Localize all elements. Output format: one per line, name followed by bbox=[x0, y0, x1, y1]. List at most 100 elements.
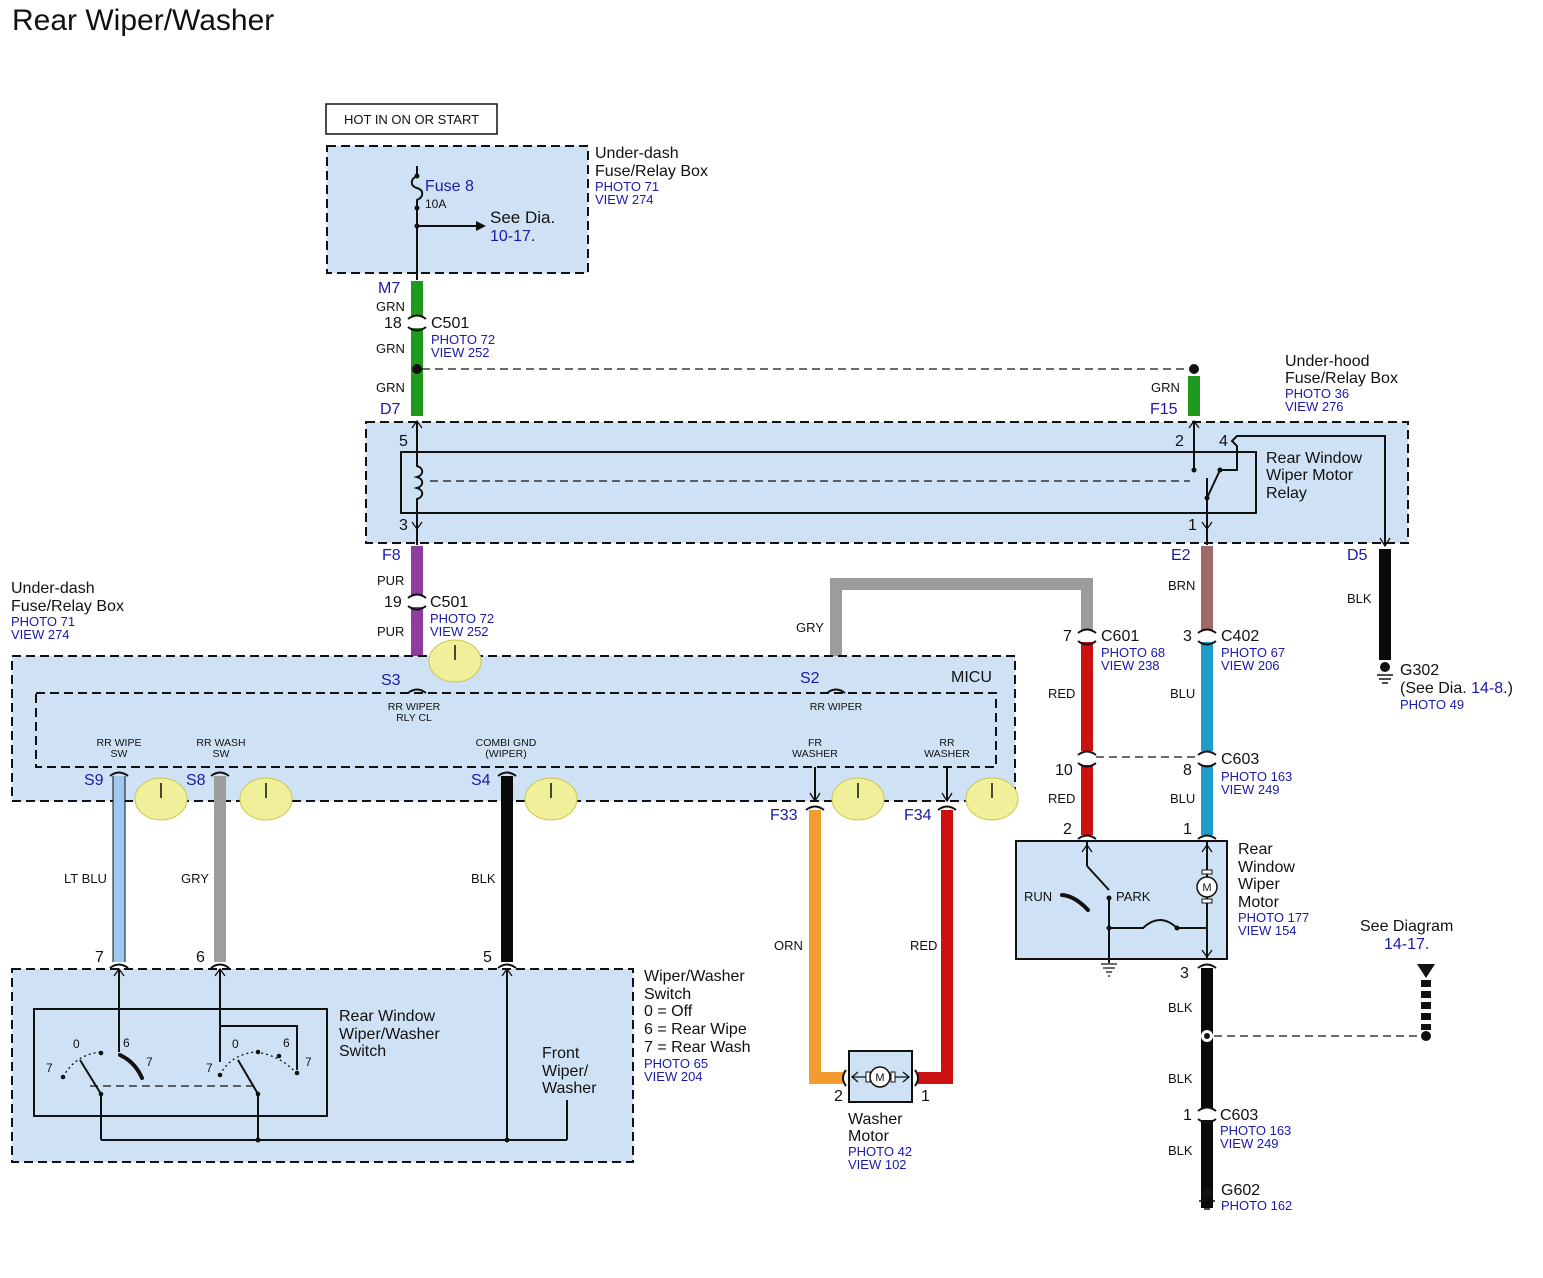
c501-19-symbol bbox=[407, 593, 427, 611]
see-dia-ref-period: . bbox=[531, 228, 535, 245]
relay-label-2: Wiper Motor bbox=[1266, 467, 1354, 484]
s2-terminal bbox=[826, 688, 846, 694]
c601-view: VIEW 238 bbox=[1101, 658, 1160, 673]
micu-fr-washer-1: FR bbox=[808, 737, 822, 749]
relay-pin3-chevron bbox=[411, 521, 423, 531]
c501-19-photo: PHOTO 72 bbox=[430, 611, 494, 626]
under-dash-box-top bbox=[326, 145, 589, 274]
g302-see-ref[interactable]: 14-8 bbox=[1471, 680, 1503, 697]
micu-rr-wiper-rly-1: RR WIPER bbox=[388, 701, 441, 713]
switch-pos7: 7 = Rear Wash bbox=[644, 1039, 751, 1056]
under-dash-left-name1: Under-dash bbox=[11, 580, 95, 597]
switch-left-d6: 6 bbox=[123, 1036, 130, 1050]
s4-terminal bbox=[497, 771, 517, 777]
washer-motor-label-1: Washer bbox=[848, 1111, 903, 1128]
c603a-view: VIEW 249 bbox=[1221, 782, 1280, 797]
switch-inner-label-2: Wiper/Washer bbox=[339, 1026, 440, 1043]
c501-18-num: 18 bbox=[384, 315, 402, 332]
washer-motor-view: VIEW 102 bbox=[848, 1157, 907, 1172]
s8-terminal bbox=[210, 771, 230, 777]
micu-box bbox=[11, 655, 1016, 802]
switch-view: VIEW 204 bbox=[644, 1069, 703, 1084]
c601-gap bbox=[1079, 630, 1095, 642]
fuse-8-label: Fuse 8 bbox=[425, 178, 474, 195]
rear-motor-label-2: Window bbox=[1238, 859, 1295, 876]
rear-motor-run: RUN bbox=[1024, 889, 1052, 904]
washer-motor-m: M bbox=[875, 1072, 884, 1084]
wire-grn-label-2: GRN bbox=[376, 341, 405, 356]
switch-box bbox=[11, 968, 634, 1163]
rear-motor-view: VIEW 154 bbox=[1238, 923, 1297, 938]
under-hood-view: VIEW 276 bbox=[1285, 399, 1344, 414]
c402-num: 3 bbox=[1183, 628, 1192, 645]
highlight-ticks bbox=[160, 645, 993, 798]
under-dash-left-view: VIEW 274 bbox=[11, 627, 70, 642]
wire-red-motor-label-2: RED bbox=[1048, 791, 1075, 806]
relay-sw-contact-b bbox=[1217, 467, 1223, 473]
washer-pin-1: 1 bbox=[921, 1088, 930, 1105]
switch-gnd-arrow bbox=[501, 967, 513, 977]
micu-rr-wiper: RR WIPER bbox=[810, 701, 863, 713]
switch-right-pivot bbox=[255, 1091, 261, 1097]
wire-gry-s8-label: GRY bbox=[181, 871, 209, 886]
see-dia-label: See Dia. bbox=[490, 208, 555, 227]
micu-rr-wiper-rly-2: RLY CL bbox=[396, 712, 432, 724]
switch-pos0: 0 = Off bbox=[644, 1003, 693, 1020]
rear-motor-box bbox=[1015, 840, 1228, 960]
splice-blk bbox=[1204, 1033, 1210, 1039]
fuse-terminal-bottom bbox=[414, 205, 420, 211]
c601-num: 7 bbox=[1063, 628, 1072, 645]
splice-grn-left bbox=[412, 364, 422, 374]
under-hood-photo: PHOTO 36 bbox=[1285, 386, 1349, 401]
c603a-num-left: 10 bbox=[1055, 762, 1073, 779]
f33-terminal bbox=[805, 805, 825, 811]
c402-name: C402 bbox=[1221, 628, 1259, 645]
front-washer-label-1: Front bbox=[542, 1045, 580, 1062]
see-dia-ref: 10-17. bbox=[490, 228, 535, 245]
rear-motor-brush-t bbox=[1201, 869, 1213, 875]
rear-motor-pin3-terminal bbox=[1197, 963, 1217, 969]
rear-motor-label-3: Wiper bbox=[1238, 876, 1280, 893]
wire-blk-label-3: BLK bbox=[1168, 1143, 1193, 1158]
fuse-amps: 10A bbox=[425, 197, 446, 211]
fuse-8-symbol bbox=[410, 166, 424, 280]
switch-left-d7b: 7 bbox=[146, 1055, 153, 1069]
micu-label: MICU bbox=[951, 669, 992, 686]
wire-orn bbox=[809, 810, 843, 1084]
rear-motor-run-contact bbox=[1060, 893, 1090, 912]
switch-right-dot-7 bbox=[217, 1072, 223, 1078]
c501-18-photo: PHOTO 72 bbox=[431, 332, 495, 347]
pin-s8: S8 bbox=[186, 772, 206, 789]
wire-grn-label-1: GRN bbox=[376, 299, 405, 314]
micu-rr-wash-sw-2: SW bbox=[213, 748, 230, 760]
washer-motor-symbol bbox=[869, 1066, 891, 1088]
see-dia-ref-link[interactable]: 10-17 bbox=[490, 228, 531, 245]
relay-pin5-chevron bbox=[411, 419, 423, 429]
c603b-view: VIEW 249 bbox=[1220, 1136, 1279, 1151]
front-washer-label-2: Wiper/ bbox=[542, 1063, 589, 1080]
switch-left-pivot bbox=[98, 1091, 104, 1097]
s3-terminal bbox=[407, 688, 427, 694]
wire-red-motor-label-1: RED bbox=[1048, 686, 1075, 701]
micu-rr-washer-arrow bbox=[941, 792, 953, 803]
pin-f15: F15 bbox=[1150, 401, 1178, 418]
switch-right-d7a: 7 bbox=[206, 1061, 213, 1075]
g302-symbol bbox=[1377, 674, 1393, 684]
relay-sw-pivot bbox=[1204, 495, 1210, 501]
wire-lt-blu-label: LT BLU bbox=[64, 871, 107, 886]
power-source-box bbox=[325, 103, 498, 135]
g602-symbol bbox=[1199, 1200, 1215, 1210]
c601-name: C601 bbox=[1101, 628, 1139, 645]
micu-rr-washer-2: WASHER bbox=[924, 748, 970, 760]
relay-sw-contact-a bbox=[1191, 467, 1197, 473]
c603a-photo: PHOTO 163 bbox=[1221, 769, 1292, 784]
rear-motor-terminals bbox=[1077, 834, 1217, 840]
washer-pin-2: 2 bbox=[834, 1088, 843, 1105]
under-hood-name1: Under-hood bbox=[1285, 353, 1370, 370]
wire-pur-label-1: PUR bbox=[377, 573, 404, 588]
fuse-terminal-top bbox=[414, 173, 420, 179]
rear-motor-label-1: Rear bbox=[1238, 841, 1273, 858]
c501-19-num: 19 bbox=[384, 594, 402, 611]
switch-right-dot-6 bbox=[276, 1053, 282, 1059]
see-diagram-ref[interactable]: 14-17. bbox=[1384, 936, 1429, 953]
